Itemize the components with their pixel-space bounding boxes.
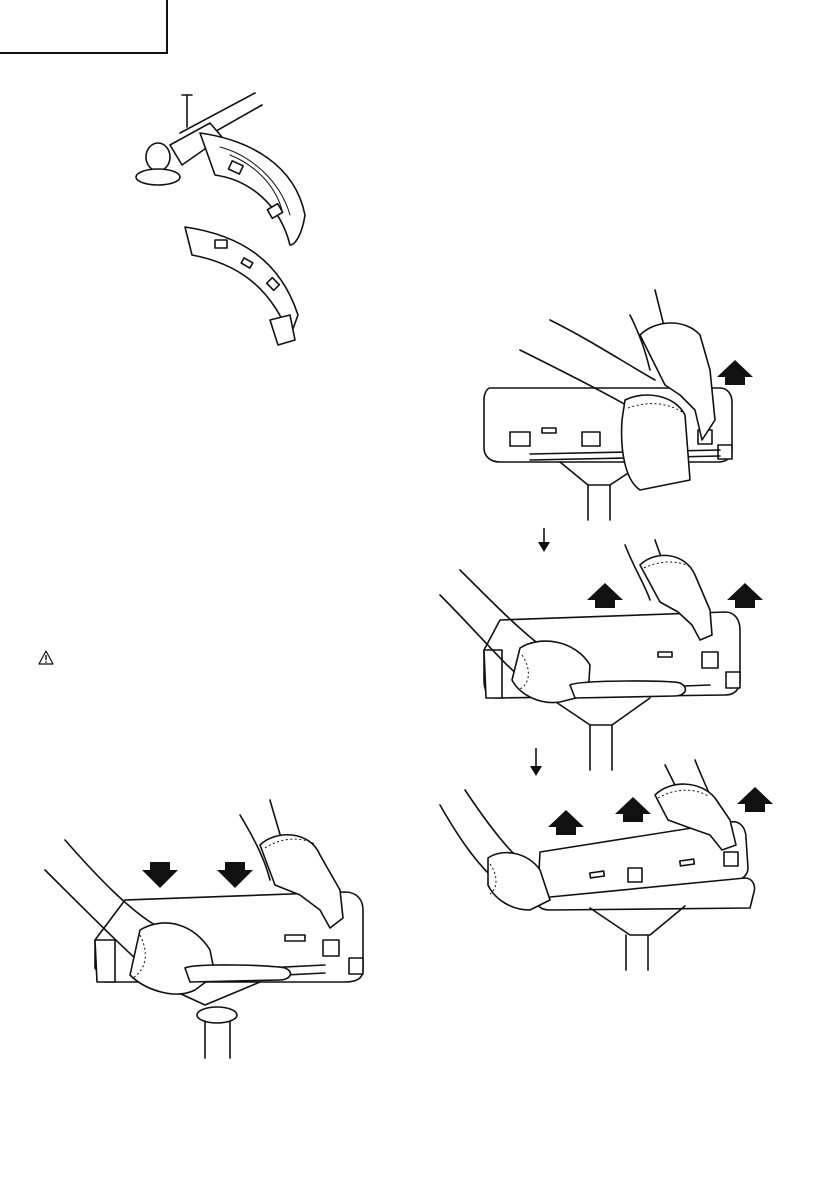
trimmer-guard-exploded-illustration <box>130 85 310 355</box>
gloved-hands-lifting-cover-step-1-illustration <box>470 290 770 520</box>
up-arrow-icon <box>587 583 623 608</box>
gloved-hands-lifting-cover-step-2-illustration <box>440 540 780 770</box>
up-arrow-icon <box>737 787 773 812</box>
up-arrow-icon <box>548 810 584 835</box>
down-arrow-icon <box>142 862 178 888</box>
up-arrow-icon <box>727 583 763 608</box>
gloved-hands-lifting-cover-step-3-illustration <box>440 760 790 970</box>
gloved-hands-pressing-cover-illustration <box>45 800 375 1080</box>
up-arrow-icon <box>615 797 651 822</box>
warning-triangle-icon <box>38 650 54 666</box>
header-tab-box <box>0 0 168 54</box>
down-arrow-icon <box>217 862 253 888</box>
up-arrow-icon <box>717 360 753 385</box>
